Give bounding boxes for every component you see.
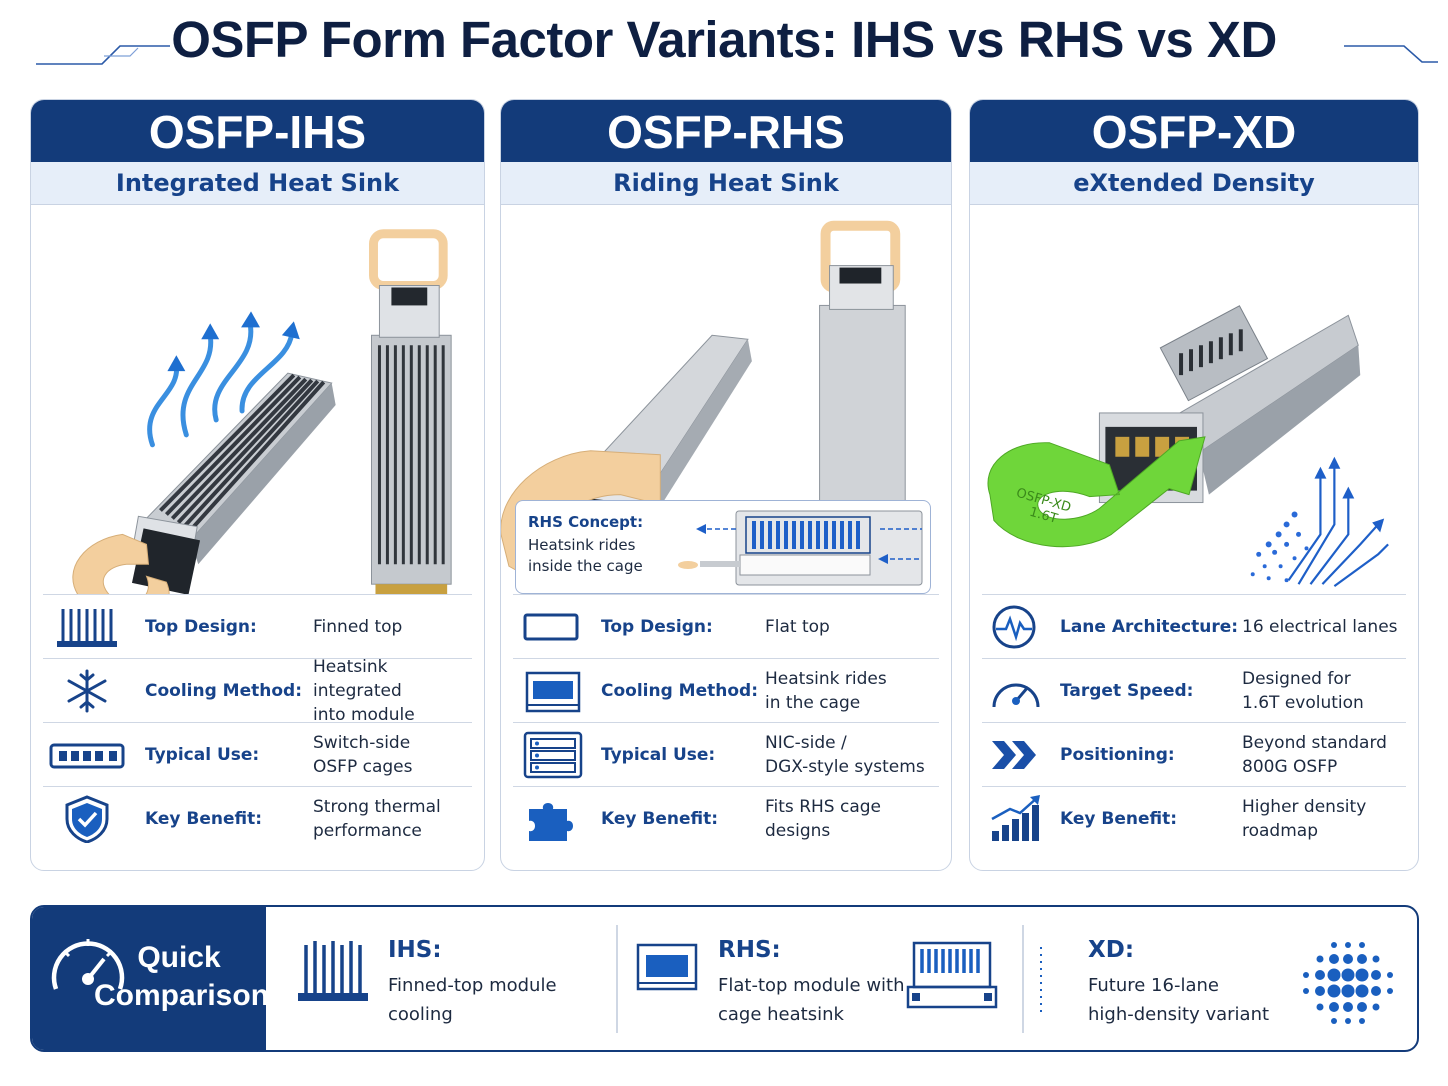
spec-row-key-benefit: Key Benefit: Strong thermal performance: [43, 786, 472, 850]
spec-row-typical-use: Typical Use: NIC-side / DGX-style system…: [513, 722, 939, 786]
spec-value: Fits RHS cage designs: [765, 797, 881, 841]
growth-chart-icon: [991, 795, 1040, 841]
ihs-module-illustration: 800G: [72, 229, 452, 595]
spec-row-top-design: Top Design: Finned top: [43, 594, 472, 658]
fins-icon: [298, 941, 368, 1001]
quick-item-desc: Flat-top module with cage heatsink: [718, 975, 905, 1025]
card-title: OSFP-XD: [970, 100, 1418, 162]
cage-heatsink-diagram: [678, 510, 923, 586]
spec-value: 16 electrical lanes: [1242, 617, 1398, 637]
spec-row-key-benefit: Key Benefit: Fits RHS cage designs: [513, 786, 939, 850]
dotted-divider: [1040, 947, 1042, 1017]
card-title: OSFP-IHS: [31, 100, 484, 162]
xd-module-illustration: OSFP-XD 1.6T: [987, 305, 1389, 588]
switch-icon: [49, 743, 125, 769]
data-burst-icon: [1250, 456, 1389, 588]
page-title: OSFP Form Factor Variants: IHS vs RHS vs…: [171, 11, 1277, 68]
shield-check-icon: [65, 795, 109, 843]
spec-value: Higher density roadmap: [1242, 797, 1367, 841]
quick-item-xd: XD: Future 16-lane high-density variant: [1024, 907, 1417, 1050]
spec-value: Designed for 1.6T evolution: [1242, 669, 1364, 713]
gauge-icon: [992, 683, 1040, 708]
signal-wave-icon: [992, 605, 1036, 649]
spec-label: Top Design:: [145, 617, 257, 637]
card-ihs: OSFP-IHS Integrated Heat Sink 800G: [30, 99, 485, 871]
spec-value: NIC-side / DGX-style systems: [765, 733, 925, 777]
card-subtitle: Riding Heat Sink: [501, 162, 951, 205]
quick-item-head: XD:: [1088, 937, 1135, 963]
dot-grid-icon: [1303, 942, 1393, 1024]
spec-label: Lane Architecture:: [1060, 617, 1239, 637]
quick-comparison-title: Quick Comparison: [94, 941, 270, 1012]
fins-icon: [57, 609, 117, 647]
quick-item-head: IHS:: [388, 937, 442, 963]
xd-spec-table: Lane Architecture: 16 electrical lanes T…: [982, 594, 1406, 850]
spec-label: Cooling Method:: [145, 681, 303, 701]
quick-separator: [1022, 925, 1024, 1033]
spec-label: Key Benefit:: [145, 809, 263, 829]
spec-row-cooling-method: Cooling Method: Heatsink rides in the ca…: [513, 658, 939, 722]
quick-item-desc: Future 16-lane high-density variant: [1088, 975, 1270, 1025]
snowflake-icon: [67, 669, 107, 713]
spec-row-lane-architecture: Lane Architecture: 16 electrical lanes: [982, 594, 1406, 658]
rhs-spec-table: Top Design: Flat top Cooling Method: Hea…: [513, 594, 939, 850]
spec-value: Strong thermal performance: [313, 797, 441, 841]
spec-label: Positioning:: [1060, 745, 1175, 765]
spec-row-typical-use: Typical Use: Switch-side OSFP cages: [43, 722, 472, 786]
rhs-cage-icon: [906, 941, 998, 1009]
card-rhs: OSFP-RHS Riding Heat Sink 800G RHS Conce…: [500, 99, 952, 871]
flat-rectangle-icon: [523, 613, 579, 641]
concept-text: Heatsink rides inside the cage: [528, 536, 643, 575]
quick-comparison-header: Quick Comparison: [32, 907, 270, 1050]
quick-item-head: RHS:: [718, 937, 781, 963]
left-decoration: [36, 45, 170, 65]
spec-row-key-benefit: Key Benefit: Higher density roadmap: [982, 786, 1406, 850]
right-decoration: [1344, 45, 1438, 63]
quick-item-rhs: RHS: Flat-top module with cage heatsink: [618, 907, 1018, 1050]
spec-value: Finned top: [313, 617, 403, 637]
spec-label: Cooling Method:: [601, 681, 759, 701]
spec-label: Typical Use:: [601, 745, 716, 765]
spec-value: Flat top: [765, 617, 830, 637]
spec-label: Key Benefit:: [1060, 809, 1178, 829]
cage-heatsink-icon: [525, 671, 581, 713]
card-xd: OSFP-XD eXtended Density OSFP-XD 1.6T: [969, 99, 1419, 871]
spec-value: Switch-side OSFP cages: [313, 733, 413, 777]
cage-heatsink-icon: [636, 943, 698, 991]
spec-value: Heatsink rides in the cage: [765, 669, 887, 713]
quick-separator: [616, 925, 618, 1033]
spec-value: Heatsink integrated into module: [313, 657, 415, 725]
spec-row-target-speed: Target Speed: Designed for 1.6T evolutio…: [982, 658, 1406, 722]
server-rack-icon: [523, 731, 583, 779]
card-subtitle: eXtended Density: [970, 162, 1418, 205]
airflow-arrows-icon: [147, 320, 295, 448]
quick-item-desc: Finned-top module cooling: [388, 975, 557, 1025]
speedometer-icon: [51, 939, 125, 990]
ihs-spec-table: Top Design: Finned top Cooling Method: H…: [43, 594, 472, 850]
spec-value: Beyond standard 800G OSFP: [1242, 733, 1387, 777]
spec-label: Key Benefit:: [601, 809, 719, 829]
spec-row-top-design: Top Design: Flat top: [513, 594, 939, 658]
spec-label: Target Speed:: [1060, 681, 1194, 701]
spec-label: Top Design:: [601, 617, 713, 637]
card-subtitle: Integrated Heat Sink: [31, 162, 484, 205]
title-bar: OSFP Form Factor Variants: IHS vs RHS vs…: [0, 0, 1448, 88]
quick-comparison-bar: Quick Comparison IHS: Finned-top module …: [30, 905, 1419, 1052]
card-title: OSFP-RHS: [501, 100, 951, 162]
spec-label: Typical Use:: [145, 745, 260, 765]
rhs-concept-box: RHS Concept: Heatsink rides inside the c…: [515, 500, 931, 594]
double-chevron-icon: [992, 741, 1036, 769]
spec-row-positioning: Positioning: Beyond standard 800G OSFP: [982, 722, 1406, 786]
quick-item-ihs: IHS: Finned-top module cooling: [266, 907, 616, 1050]
spec-row-cooling-method: Cooling Method: Heatsink integrated into…: [43, 657, 472, 725]
concept-title: RHS Concept:: [528, 513, 644, 531]
puzzle-icon: [529, 803, 573, 841]
